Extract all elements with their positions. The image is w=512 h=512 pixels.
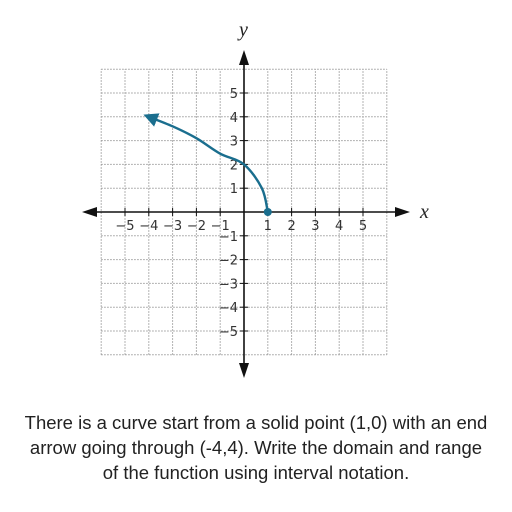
y-tick-label: 5	[230, 87, 238, 102]
x-tick-label: 4	[335, 219, 343, 234]
x-tick-label: 2	[287, 219, 295, 234]
y-tick-label: −2	[219, 254, 238, 269]
x-tick-label: 1	[264, 219, 272, 234]
y-tick-label: −5	[219, 325, 238, 340]
x-tick-label: −3	[163, 219, 182, 234]
y-tick-label: 2	[230, 158, 238, 173]
y-axis-label: y	[237, 19, 248, 41]
y-axis-arrow-up	[239, 50, 249, 65]
x-tick-label: 5	[359, 219, 367, 234]
x-tick-label: −5	[115, 219, 134, 234]
y-tick-label: 4	[230, 111, 238, 126]
y-tick-label: 1	[230, 182, 238, 197]
x-tick-label: −1	[211, 219, 230, 234]
x-tick-label: −4	[139, 219, 158, 234]
caption-line: of the function using interval notation.	[102, 462, 410, 483]
x-axis-arrow-left	[82, 207, 97, 217]
x-axis-arrow-right	[395, 207, 410, 217]
y-tick-label: 3	[230, 135, 238, 150]
caption-line: arrow going through (-4,4). Write the do…	[29, 437, 483, 458]
caption-line: There is a curve start from a solid poin…	[24, 412, 488, 433]
start-point	[263, 208, 272, 216]
series	[143, 113, 272, 216]
x-tick-label: 3	[311, 219, 319, 234]
y-tick-label: −3	[219, 277, 238, 292]
question-caption: There is a curve start from a solid poin…	[10, 410, 502, 485]
x-tick-label: −2	[187, 219, 206, 234]
function-curve	[143, 113, 269, 214]
y-axis-arrow-down	[239, 363, 249, 378]
x-axis-label: x	[419, 201, 429, 223]
y-tick-label: −4	[219, 301, 238, 316]
y-tick-label: −1	[219, 230, 238, 245]
axes	[82, 50, 410, 378]
